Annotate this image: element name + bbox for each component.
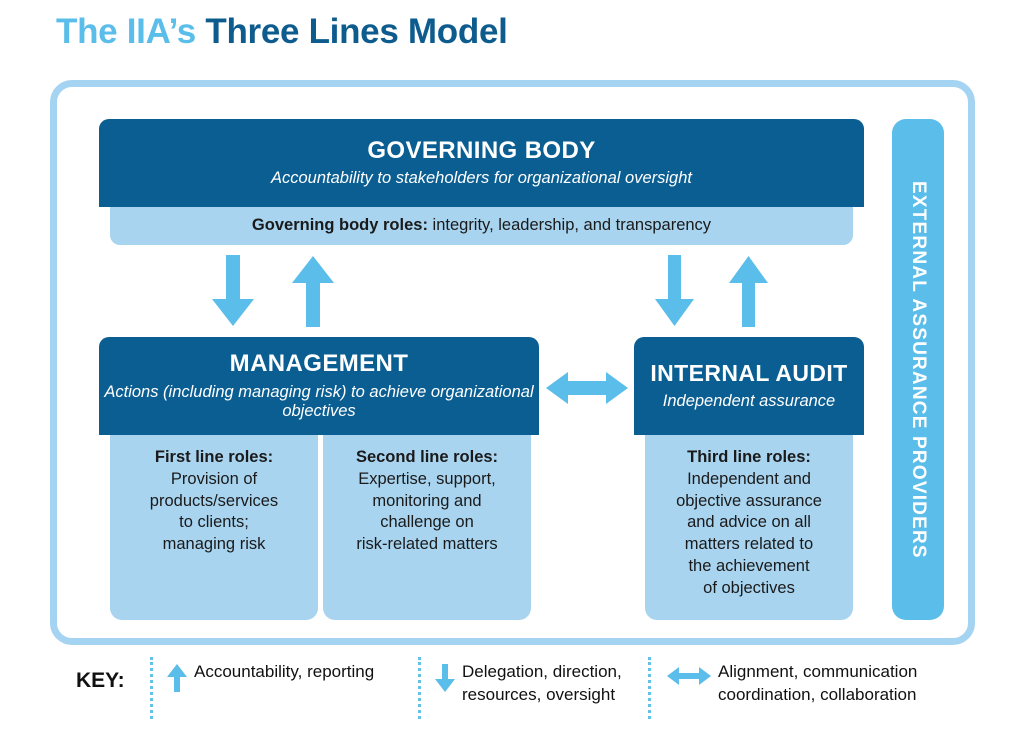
key-item-delegation: Delegation, direction, resources, oversi…	[434, 661, 622, 707]
second-line-roles-line-3: challenge on	[380, 513, 474, 532]
page-title: The IIA’s Three Lines Model	[56, 12, 508, 52]
second-line-roles-line-2: monitoring and	[372, 491, 482, 510]
governing-body-subtitle: Accountability to stakeholders for organ…	[271, 169, 692, 188]
second-line-roles-line-1: Expertise, support,	[358, 469, 496, 488]
internal-audit-title: INTERNAL AUDIT	[650, 360, 848, 387]
key-label: KEY:	[76, 669, 125, 692]
title-light-part: The IIA’s	[56, 12, 206, 51]
third-line-roles-line-5: the achievement	[688, 556, 810, 575]
key-item-accountability: Accountability, reporting	[166, 661, 374, 698]
arrow-left-right-icon	[666, 665, 712, 692]
second-line-roles-heading: Second line roles:	[355, 448, 499, 466]
internal-audit-box: INTERNAL AUDIT Independent assurance	[634, 337, 864, 435]
external-assurance-providers-label: EXTERNAL ASSURANCE PROVIDERS	[908, 180, 929, 559]
third-line-roles-panel: Third line roles: Independent and object…	[645, 435, 853, 620]
arrow-down-icon	[434, 663, 456, 698]
third-line-roles-line-1: Independent and	[687, 469, 811, 488]
second-line-roles-line-4: risk-related matters	[356, 535, 498, 554]
third-line-roles-line-6: of objectives	[703, 578, 795, 597]
management-internal-audit-double-arrow	[546, 372, 628, 404]
first-line-roles-heading: First line roles:	[154, 448, 274, 466]
first-line-roles-line-1: Provision of	[170, 469, 258, 488]
model-frame: GOVERNING BODY Accountability to stakeho…	[50, 80, 975, 645]
first-line-roles-line-2: products/services	[149, 491, 279, 510]
key-legend: KEY: Accountability, reporting Delegatio…	[50, 655, 975, 730]
governing-body-box: GOVERNING BODY Accountability to stakeho…	[99, 119, 864, 207]
arrow-up-icon	[166, 663, 188, 698]
key-item-alignment-line2: coordination, collaboration	[718, 684, 917, 704]
internal-audit-subtitle: Independent assurance	[662, 391, 836, 410]
third-line-roles-line-3: and advice on all	[687, 513, 811, 532]
management-subtitle-line2: achieve organizational objectives	[282, 382, 534, 421]
internal-audit-to-gov-up-arrow	[729, 256, 768, 327]
governing-body-roles-text: integrity, leadership, and transparency	[427, 216, 712, 235]
key-item-alignment-line1: Alignment, communication	[718, 662, 918, 681]
external-assurance-providers-bar: EXTERNAL ASSURANCE PROVIDERS	[892, 119, 944, 620]
key-item-accountability-line1: Accountability, reporting	[194, 662, 375, 681]
key-item-delegation-line2: resources, oversight	[462, 684, 616, 704]
second-line-roles-panel: Second line roles: Expertise, support, m…	[323, 435, 531, 620]
governing-body-title: GOVERNING BODY	[367, 136, 596, 164]
first-line-roles-line-4: managing risk	[162, 535, 266, 554]
governing-body-roles-label: Governing body roles:	[251, 216, 428, 235]
first-line-roles-line-3: to clients;	[179, 513, 249, 532]
key-divider-2	[418, 657, 421, 719]
governing-body-roles-bar: Governing body roles: integrity, leaders…	[110, 207, 853, 245]
key-divider-3	[648, 657, 651, 719]
title-dark-part: Three Lines Model	[205, 12, 508, 51]
gov-to-internal-audit-down-arrow	[655, 255, 694, 326]
third-line-roles-heading: Third line roles:	[687, 448, 811, 466]
management-subtitle-line1: Actions (including managing risk) to	[104, 382, 365, 401]
key-divider-1	[150, 657, 153, 719]
management-box: MANAGEMENT Actions (including managing r…	[99, 337, 539, 435]
management-title: MANAGEMENT	[229, 349, 409, 377]
third-line-roles-line-4: matters related to	[684, 535, 814, 554]
third-line-roles-line-2: objective assurance	[676, 491, 822, 510]
key-item-alignment: Alignment, communication coordination, c…	[666, 661, 917, 707]
key-item-delegation-line1: Delegation, direction,	[462, 662, 622, 681]
first-line-roles-panel: First line roles: Provision of products/…	[110, 435, 318, 620]
management-to-gov-up-arrow	[292, 256, 334, 327]
gov-to-management-down-arrow	[212, 255, 254, 326]
